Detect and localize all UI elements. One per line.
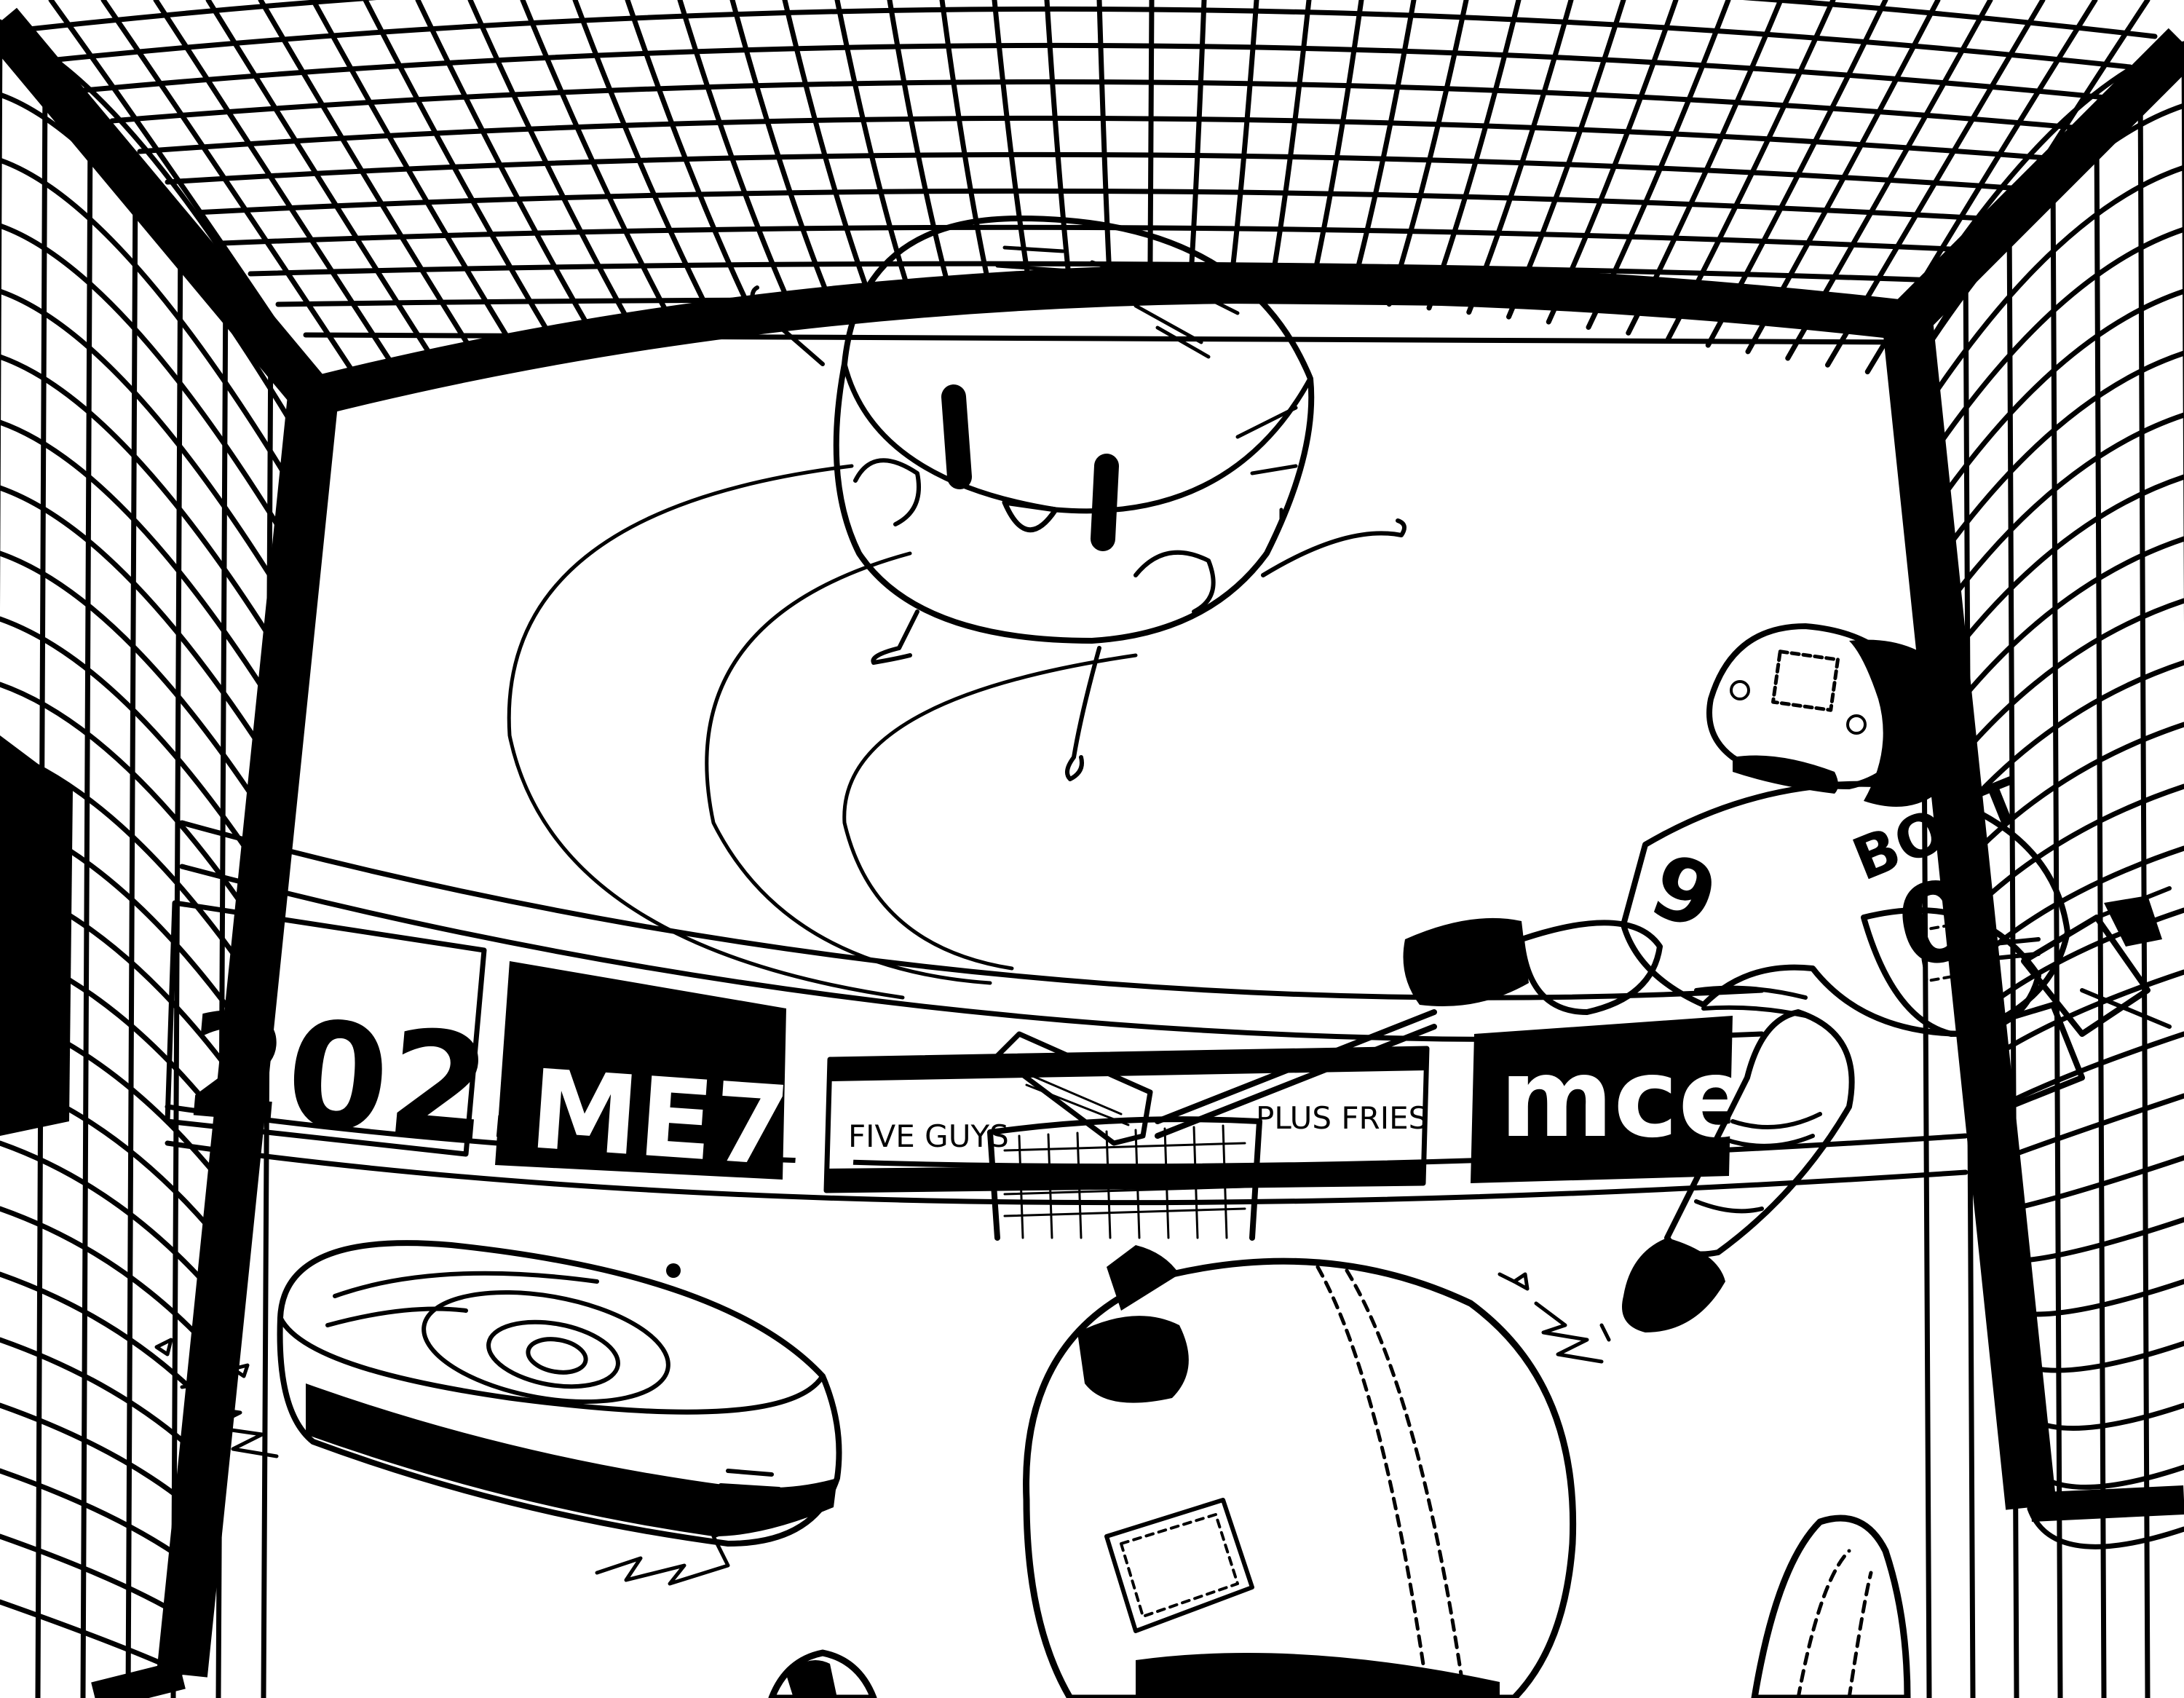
net-strand [1386,0,1469,307]
net-strand [310,0,515,348]
goal-frame [0,7,2184,1698]
net-strand [0,550,272,825]
puck-arm-right [1261,518,1406,577]
net-strand [0,485,277,772]
net-strand [109,79,2084,131]
net-strand [782,0,874,304]
puck-eye-left [941,384,972,489]
net-strand [1950,598,2184,769]
puck-eye-right [1091,454,1119,551]
net-strand [1096,0,1113,294]
net-strand [2001,1217,2184,1264]
net-strand [2137,84,2151,1698]
ice-chips [154,1272,1530,1477]
ice-spray [1497,1272,1611,1364]
distant-mini-net [987,1116,1262,1241]
net-strand [1187,0,1207,295]
board-sponsor-b-right-text: PLUS FRIES [1256,1100,1428,1136]
net-strand [1996,1155,2184,1215]
net-strand [2027,1506,2184,1549]
net-strand [1466,0,1574,315]
board-sponsor-a-text: ME72 [526,1046,869,1196]
left-side-panel [0,735,73,1136]
net-strand [26,0,2158,39]
puck-leg-left [871,609,919,665]
puck-mouth [1002,499,1059,532]
net-strand [0,1402,201,1516]
jersey-sleeve-number: 9 [1638,835,1730,951]
stick-blade [994,1031,1153,1146]
robot-vacuum [180,1240,842,1586]
net-strand [572,0,714,320]
net-strand [1945,536,2184,719]
net-strand [205,0,435,361]
net-strand [415,0,595,336]
net-strand [1426,0,1522,311]
net-strand [0,1206,218,1357]
net-strand [258,0,475,355]
puck-arm-left [750,285,825,366]
board-sponsor-b-left-text: FIVE GUYS [848,1118,1009,1154]
net-strand [0,1533,190,1622]
net-strand [1227,0,1259,296]
net-strand [939,0,994,296]
net-strand [1307,0,1364,301]
net-strand [125,172,138,1698]
net-strand [0,616,266,878]
net-strand [1147,0,1155,294]
net-strand [54,6,2133,70]
rink-boards: 2025 ME72 FIVE GUYS PLUS FRIES mce [165,820,1969,1206]
net-strand [100,0,356,375]
net-strand [1044,0,1073,294]
puck-leg-right [1065,646,1101,781]
net-strand [82,42,2108,100]
net-strand [834,0,914,301]
net-strand [80,121,93,1698]
net-strand [2050,172,2063,1698]
hockey-stick [1155,1009,1437,1139]
net-strand [0,1599,185,1675]
net-strand [467,0,635,330]
puck-motion-trails [507,464,1138,1000]
net-strand [0,1271,212,1410]
goalie-foreground [768,1245,1911,1698]
board-sponsor-b: FIVE GUYS PLUS FRIES [823,1046,1430,1193]
vacuum-sparks [180,1352,796,1586]
net-strand [729,0,834,307]
flying-puck-character [507,216,1406,1000]
net-strand [625,0,754,315]
net-strand [1940,474,2184,670]
net-strand [1961,722,2184,868]
net-strand [363,0,555,342]
net-strand [1991,1093,2184,1165]
net-strand [1971,845,2184,967]
board-sponsor-c-text: mce [1500,1035,1752,1162]
net-strand [992,0,1033,295]
net-strand [1955,660,2184,818]
net-strand [170,223,183,1698]
net-strand [1267,0,1312,299]
net-strand [0,1140,223,1303]
net-strand [520,0,675,325]
net-strand [677,0,794,311]
net-strand [887,0,954,299]
net-strand [153,0,395,368]
